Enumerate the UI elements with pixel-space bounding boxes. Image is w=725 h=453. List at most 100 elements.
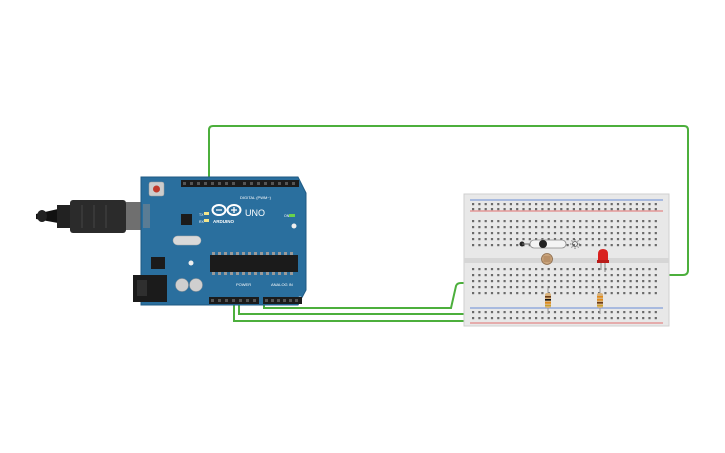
breadboard-hole[interactable] [610,232,613,235]
breadboard-hole[interactable] [579,203,582,206]
breadboard-hole[interactable] [610,317,613,320]
breadboard-hole[interactable] [566,238,569,241]
breadboard-hole[interactable] [572,220,575,223]
breadboard-hole[interactable] [528,286,531,289]
breadboard-hole[interactable] [648,292,651,295]
breadboard-hole[interactable] [484,203,487,206]
breadboard-hole[interactable] [635,226,638,229]
breadboard-hole[interactable] [642,232,645,235]
breadboard-hole[interactable] [585,268,588,271]
breadboard-hole[interactable] [566,286,569,289]
breadboard-hole[interactable] [490,311,494,314]
breadboard-hole[interactable] [535,232,538,235]
breadboard-hole[interactable] [516,208,519,211]
breadboard-hole[interactable] [522,232,525,235]
breadboard-hole[interactable] [598,268,601,271]
breadboard-hole[interactable] [616,226,620,229]
breadboard-hole[interactable] [497,203,500,206]
breadboard-hole[interactable] [585,203,588,206]
breadboard-hole[interactable] [535,203,538,206]
breadboard-hole[interactable] [591,244,594,247]
breadboard-hole[interactable] [503,203,506,206]
breadboard-hole[interactable] [484,220,487,223]
breadboard-hole[interactable] [604,208,607,211]
breadboard-hole[interactable] [560,317,563,320]
breadboard-hole[interactable] [610,268,613,271]
breadboard-hole[interactable] [560,292,563,295]
breadboard-hole[interactable] [509,232,512,235]
breadboard-hole[interactable] [522,208,525,211]
breadboard-hole[interactable] [635,268,638,271]
resistor-2[interactable] [597,288,603,314]
breadboard-hole[interactable] [591,208,594,211]
breadboard-hole[interactable] [490,220,494,223]
breadboard-hole[interactable] [598,317,601,320]
breadboard-hole[interactable] [654,280,657,283]
breadboard-hole[interactable] [490,244,494,247]
breadboard-hole[interactable] [572,292,575,295]
breadboard-hole[interactable] [553,232,557,235]
breadboard-hole[interactable] [616,286,620,289]
breadboard-hole[interactable] [547,220,550,223]
breadboard-hole[interactable] [629,203,632,206]
breadboard-hole[interactable] [547,317,550,320]
breadboard-hole[interactable] [553,268,557,271]
breadboard-hole[interactable] [509,292,512,295]
breadboard-hole[interactable] [566,274,569,277]
breadboard-hole[interactable] [522,226,525,229]
led-red[interactable] [597,249,609,272]
breadboard-hole[interactable] [528,274,531,277]
breadboard-hole[interactable] [503,220,506,223]
breadboard-hole[interactable] [642,226,645,229]
breadboard-hole[interactable] [497,220,500,223]
breadboard-hole[interactable] [616,280,620,283]
breadboard-hole[interactable] [484,292,487,295]
breadboard-hole[interactable] [616,220,620,223]
breadboard-hole[interactable] [528,317,531,320]
breadboard-hole[interactable] [642,292,645,295]
breadboard-hole[interactable] [623,274,626,277]
breadboard-hole[interactable] [560,286,563,289]
breadboard-hole[interactable] [610,203,613,206]
breadboard-hole[interactable] [509,317,512,320]
breadboard-hole[interactable] [610,220,613,223]
breadboard-hole[interactable] [635,220,638,223]
breadboard-hole[interactable] [610,274,613,277]
wire-a0[interactable] [263,282,549,309]
breadboard-hole[interactable] [610,244,613,247]
breadboard-hole[interactable] [509,208,512,211]
breadboard-hole[interactable] [478,220,481,223]
breadboard-hole[interactable] [654,268,657,271]
breadboard-hole[interactable] [579,226,582,229]
breadboard-hole[interactable] [598,286,601,289]
breadboard-hole[interactable] [528,311,531,314]
breadboard-hole[interactable] [585,226,588,229]
breadboard-hole[interactable] [497,317,500,320]
breadboard-hole[interactable] [604,317,607,320]
breadboard-hole[interactable] [566,232,569,235]
breadboard-hole[interactable] [516,292,519,295]
breadboard-hole[interactable] [654,203,657,206]
breadboard-hole[interactable] [560,220,563,223]
breadboard-hole[interactable] [490,268,494,271]
breadboard-hole[interactable] [635,311,638,314]
breadboard-hole[interactable] [478,238,481,241]
breadboard-hole[interactable] [472,274,475,277]
breadboard-hole[interactable] [654,274,657,277]
breadboard-hole[interactable] [503,292,506,295]
breadboard-hole[interactable] [472,238,475,241]
breadboard-hole[interactable] [642,311,645,314]
breadboard-hole[interactable] [478,226,481,229]
breadboard-hole[interactable] [547,226,550,229]
breadboard-hole[interactable] [535,280,538,283]
breadboard-hole[interactable] [654,220,657,223]
breadboard-hole[interactable] [535,226,538,229]
breadboard-hole[interactable] [610,311,613,314]
breadboard-hole[interactable] [541,226,544,229]
breadboard-hole[interactable] [560,203,563,206]
breadboard-hole[interactable] [604,220,607,223]
breadboard-hole[interactable] [629,232,632,235]
breadboard-hole[interactable] [478,203,481,206]
breadboard-hole[interactable] [579,311,582,314]
